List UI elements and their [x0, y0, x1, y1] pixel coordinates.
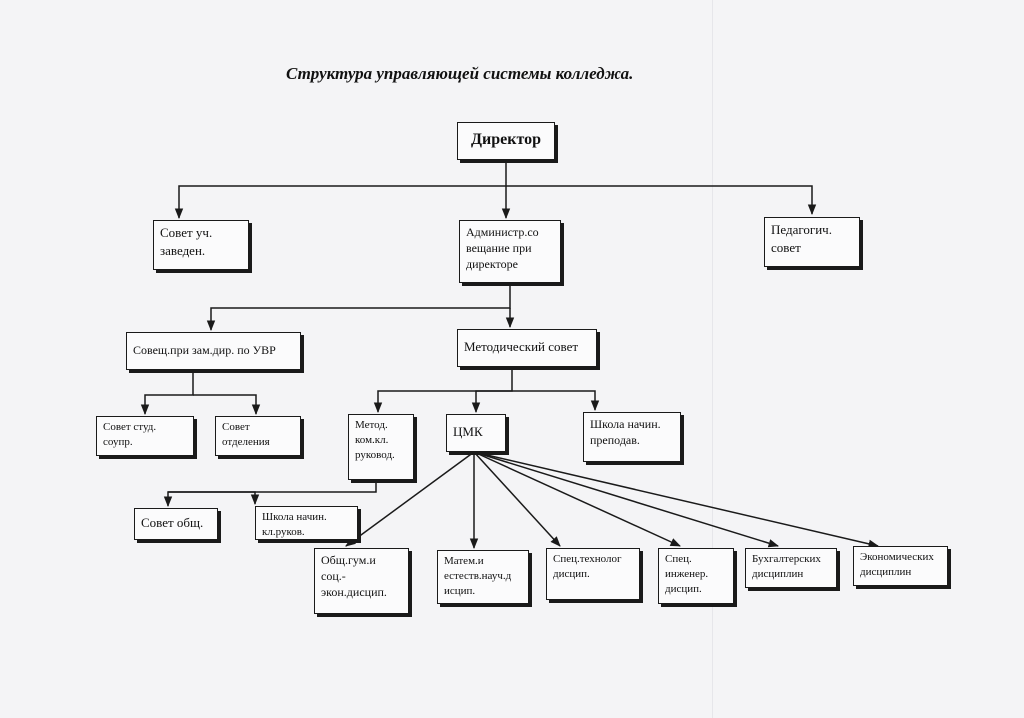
node-metod-sovet: Методический совет — [457, 329, 597, 367]
node-obsch-gum: Общ.гум.и соц.- экон.дисцип. — [314, 548, 409, 614]
node-shkola-prep: Школа начин. преподав. — [583, 412, 681, 462]
page-fold-line — [712, 0, 713, 718]
edge-director-branch — [174, 160, 507, 220]
edge-metodkom-shkola — [168, 491, 260, 506]
edge-metod-cmk — [471, 390, 512, 414]
node-spec-tech: Спец.технолог дисцип. — [546, 548, 640, 600]
node-cmk: ЦМК — [446, 414, 506, 452]
edge-cmk-obsch — [345, 451, 475, 547]
node-admin: Администр.со вещание при директоре — [459, 220, 561, 283]
edge-metod-branch — [373, 367, 513, 414]
edge-cmk-econ — [473, 451, 880, 548]
node-spec-inzh: Спец. инженер. дисцип. — [658, 548, 734, 604]
node-sovet-obsch: Совет общ. — [134, 508, 218, 540]
node-sovet-otd: Совет отделения — [215, 416, 301, 456]
edge-cmk-spec-tech — [473, 451, 561, 547]
edge-uvr-otd — [193, 394, 261, 416]
edge-director-pedsovet — [506, 185, 817, 216]
node-metod-kom: Метод. ком.кл. руковод. — [348, 414, 414, 480]
node-econ: Экономических дисциплин — [853, 546, 948, 586]
node-shkola-ruk: Школа начин. кл.руков. — [255, 506, 358, 540]
edge-uvr-branch — [140, 370, 194, 416]
edge-admin-branch — [206, 283, 511, 332]
node-matem: Матем.и естеств.науч.д исцип. — [437, 550, 529, 604]
node-pedsovet: Педагогич. совет — [764, 217, 860, 267]
node-sovet-stud: Совет студ. соупр. — [96, 416, 194, 456]
edge-metodkom-branch — [163, 480, 377, 508]
node-director: Директор — [457, 122, 555, 160]
node-sovesch-uvr: Совещ.при зам.дир. по УВР — [126, 332, 301, 370]
edge-cmk-buh — [473, 451, 780, 548]
page-title: Структура управляющей системы колледжа. — [286, 64, 634, 83]
edge-cmk-spec-inzh — [473, 451, 681, 547]
edge-metod-shkola — [512, 390, 600, 412]
node-sovet-uch: Совет уч. заведен. — [153, 220, 249, 270]
node-buh: Бухгалтерских дисциплин — [745, 548, 837, 588]
